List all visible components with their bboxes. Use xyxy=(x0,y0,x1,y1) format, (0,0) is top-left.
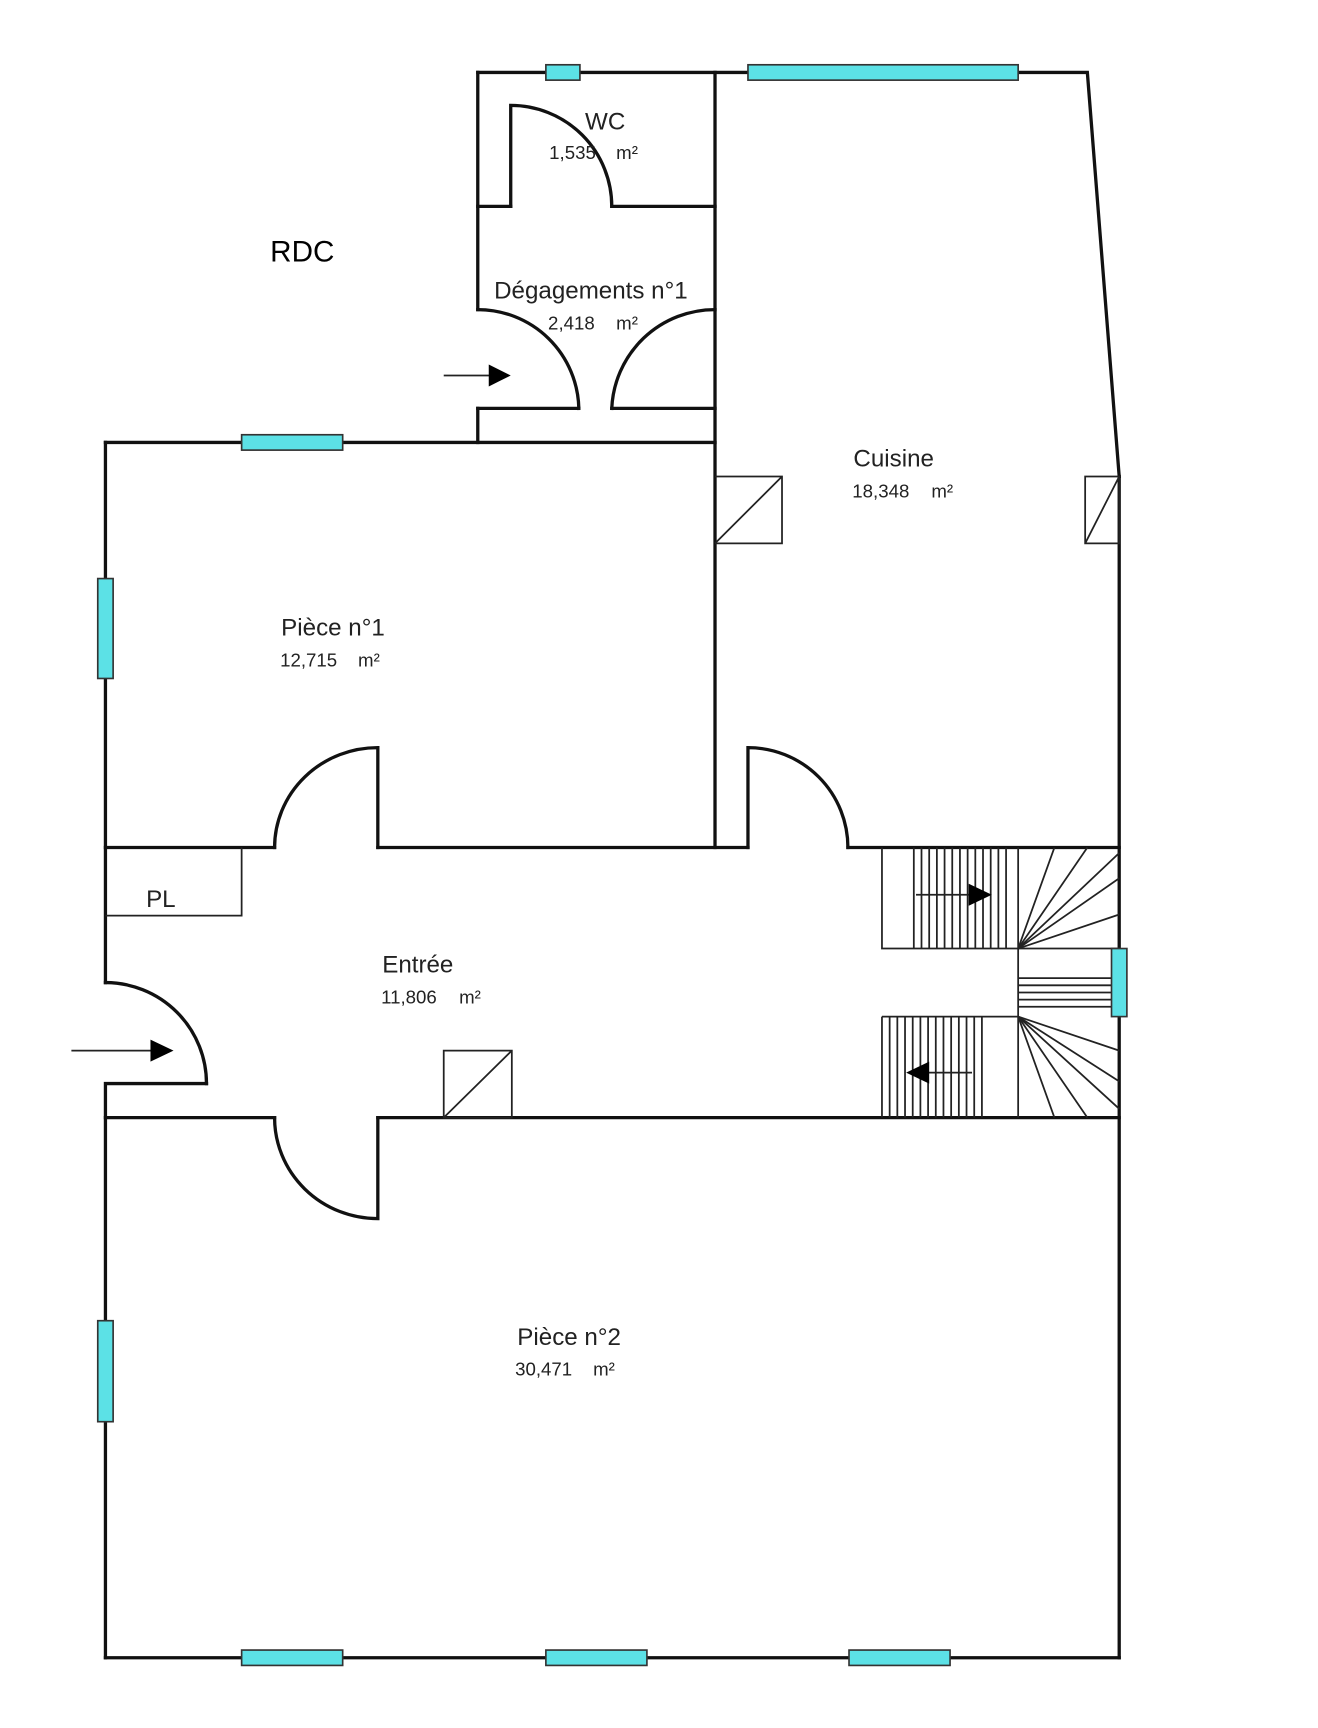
room-area: 2,418 xyxy=(548,312,595,333)
room-area: 1,535 xyxy=(549,142,596,163)
arrow-stairs-down-icon xyxy=(906,1061,973,1084)
room-name: Pièce n°2 xyxy=(517,1324,621,1351)
piece2-door xyxy=(272,1115,380,1221)
winder-tread xyxy=(1017,913,1120,950)
area-unit: m² xyxy=(931,480,953,501)
windows xyxy=(96,63,1128,1667)
floor-title: RDC xyxy=(270,235,334,268)
window-stairs xyxy=(1110,947,1128,1018)
doors xyxy=(103,103,850,1221)
room-degagement: Dégagements n°1 2,418 m² xyxy=(494,278,688,334)
area-unit: m² xyxy=(616,142,638,163)
degagement-door-right xyxy=(610,307,717,411)
duct-entree xyxy=(442,1049,513,1119)
arrow-main-entry-icon xyxy=(71,1039,174,1062)
winder-tread xyxy=(1017,852,1120,950)
room-name: Cuisine xyxy=(853,446,934,473)
window-piece2-left xyxy=(96,1319,114,1423)
window-wc xyxy=(545,63,581,81)
window-piece1-top xyxy=(240,433,344,451)
room-labels: WC 1,535 m² Dégagements n°1 2,418 m² Cui… xyxy=(146,109,953,1380)
room-name: Pièce n°1 xyxy=(281,615,385,642)
arrow-entry-degagement-icon xyxy=(443,364,511,387)
window-piece2-bottom-2 xyxy=(545,1649,648,1667)
wc-door xyxy=(509,103,614,209)
staircase xyxy=(881,847,1120,1119)
window-piece1-left xyxy=(96,577,114,680)
pl-closet xyxy=(105,847,243,917)
degagement-door-left xyxy=(476,307,581,411)
window-piece2-bottom-1 xyxy=(240,1649,344,1667)
winder-tread xyxy=(1017,1016,1056,1118)
area-unit: m² xyxy=(459,986,481,1007)
room-piece2: Pièce n°2 30,471 m² xyxy=(515,1324,621,1380)
room-area: 18,348 xyxy=(852,480,909,501)
arrow-stairs-up-icon xyxy=(916,883,992,906)
arrows xyxy=(71,364,992,1084)
room-wc: WC 1,535 m² xyxy=(549,109,638,164)
window-piece2-bottom-3 xyxy=(848,1649,951,1667)
room-area: 11,806 xyxy=(381,986,437,1007)
room-piece1: Pièce n°1 12,715 m² xyxy=(280,615,385,671)
winder-tread xyxy=(1017,1015,1120,1052)
window-cuisine xyxy=(747,63,1019,81)
cuisine-door xyxy=(746,745,850,850)
room-name: Dégagements n°1 xyxy=(494,278,688,305)
pl-label: PL xyxy=(146,886,176,913)
area-unit: m² xyxy=(616,312,638,333)
room-area: 12,715 xyxy=(280,649,337,670)
room-cuisine: Cuisine 18,348 m² xyxy=(852,446,953,502)
piece1-door xyxy=(272,745,380,850)
room-name: Entrée xyxy=(382,952,453,979)
winder-tread xyxy=(1017,847,1089,950)
winder-tread xyxy=(1017,847,1056,949)
winder-tread xyxy=(1017,877,1120,950)
winder-tread xyxy=(1017,1016,1089,1119)
area-unit: m² xyxy=(593,1359,615,1380)
ducts xyxy=(442,475,1121,1119)
duct-cuisine-left xyxy=(714,475,783,545)
entrance-door xyxy=(103,980,209,1086)
winder-tread xyxy=(1017,1015,1120,1083)
room-entree: Entrée 11,806 m² xyxy=(381,952,481,1008)
duct-cuisine-right xyxy=(1084,475,1121,545)
area-unit: m² xyxy=(358,649,380,670)
room-area: 30,471 xyxy=(515,1359,572,1380)
winder-tread xyxy=(1017,1015,1120,1110)
room-name: WC xyxy=(585,109,625,136)
